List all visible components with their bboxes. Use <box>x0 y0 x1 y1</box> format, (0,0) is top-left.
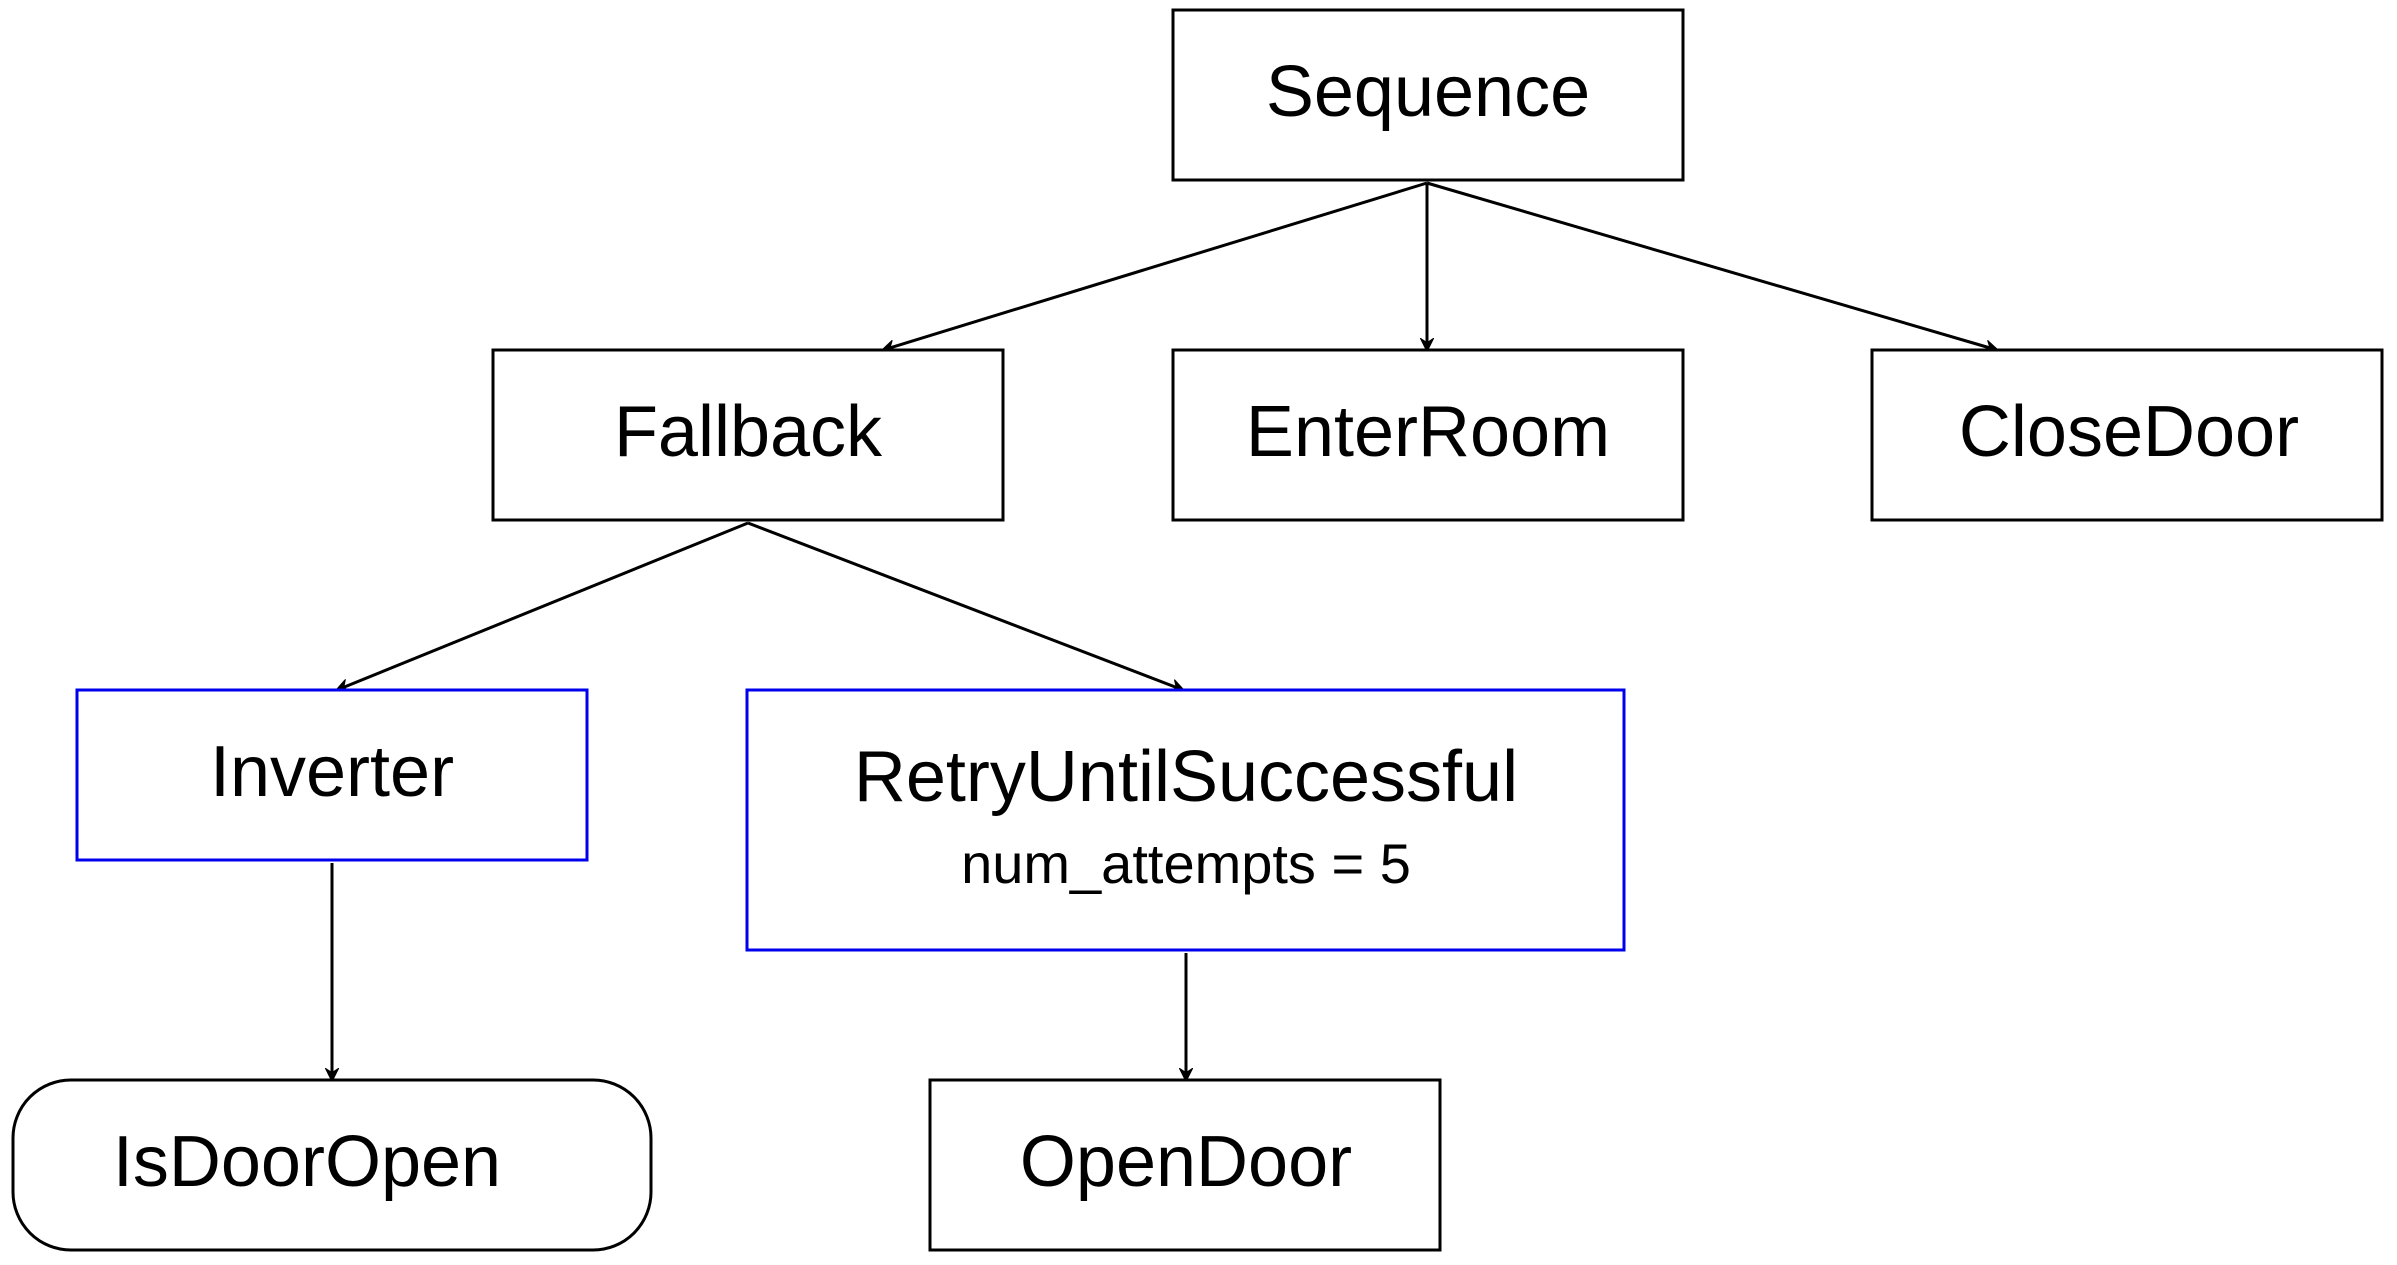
node-inverter-box <box>75 688 589 862</box>
node-sequence-box <box>1171 8 1685 182</box>
node-enterroom[interactable]: EnterRoom <box>1171 348 1685 522</box>
node-enterroom-label: EnterRoom <box>1246 392 1610 472</box>
node-opendoor-box <box>928 1078 1442 1252</box>
node-opendoor-label: OpenDoor <box>1020 1122 1352 1202</box>
edge-fallback-retry <box>747 521 1183 690</box>
node-retry[interactable]: RetryUntilSuccessful num_attempts = 5 <box>745 688 1626 952</box>
edges <box>332 181 1997 1080</box>
node-sequence[interactable]: Sequence <box>1171 8 1685 182</box>
edge-sequence-closedoor <box>1426 181 1997 350</box>
node-enterroom-box <box>1171 348 1685 522</box>
node-closedoor-label: CloseDoor <box>1959 392 2299 472</box>
edge-sequence-fallback <box>883 181 1428 350</box>
node-retry-box <box>745 688 1626 952</box>
node-isdooropen[interactable]: IsDoorOpen <box>11 1078 653 1252</box>
node-opendoor[interactable]: OpenDoor <box>928 1078 1442 1252</box>
node-retry-sublabel: num_attempts = 5 <box>961 832 1411 895</box>
node-isdooropen-box <box>11 1078 653 1252</box>
node-closedoor[interactable]: CloseDoor <box>1870 348 2384 522</box>
node-retry-label: RetryUntilSuccessful <box>854 737 1518 817</box>
node-inverter[interactable]: Inverter <box>75 688 589 862</box>
node-fallback-label: Fallback <box>614 392 883 472</box>
edge-fallback-inverter <box>337 521 749 690</box>
node-sequence-label: Sequence <box>1266 52 1590 132</box>
node-closedoor-box <box>1870 348 2384 522</box>
node-fallback-box <box>491 348 1005 522</box>
node-inverter-label: Inverter <box>210 732 454 812</box>
node-isdooropen-label: IsDoorOpen <box>113 1122 501 1202</box>
node-fallback[interactable]: Fallback <box>491 348 1005 522</box>
